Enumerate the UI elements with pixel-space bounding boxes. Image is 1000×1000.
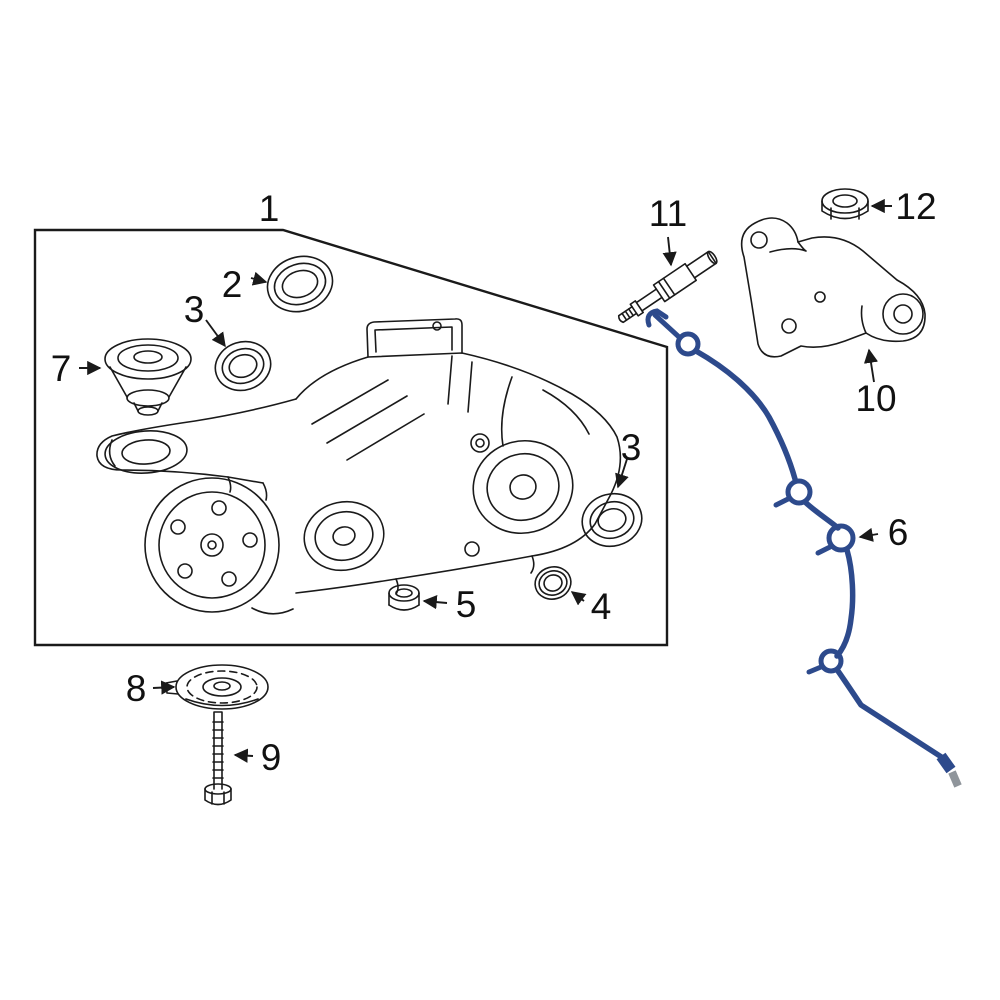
leader-8 [152,680,176,695]
part-differential-assembly [96,318,622,615]
callout-2[interactable]: 2 [222,264,243,305]
leader-6 [858,527,879,542]
callout-10[interactable]: 10 [855,378,896,419]
leader-11 [662,236,677,267]
part-7-mount [104,338,192,416]
harness-connector-tip [948,770,962,788]
part-6-harness[interactable] [645,308,962,788]
callout-8[interactable]: 8 [126,668,147,709]
callout-7[interactable]: 7 [51,348,72,389]
callout-5[interactable]: 5 [456,584,477,625]
line-art [33,188,926,806]
callout-12[interactable]: 12 [895,186,936,227]
callout-6[interactable]: 6 [888,512,909,553]
leader-9 [233,748,254,763]
part-2-seal [266,255,334,313]
leader-2 [250,271,268,286]
part-3-seal-right [581,492,643,548]
leader-4 [570,591,587,606]
part-11-sensor [617,250,718,324]
part-4-bushing [534,566,572,600]
callout-11[interactable]: 11 [649,193,687,234]
leader-lines [79,198,892,763]
leader-5 [422,595,448,610]
callout-1[interactable]: 1 [259,188,280,229]
part-5-spacer [388,584,420,611]
callout-9[interactable]: 9 [261,737,282,778]
callout-3-right[interactable]: 3 [621,427,642,468]
leader-3-right [615,458,629,489]
assembly-frame [33,228,669,647]
callout-4[interactable]: 4 [591,586,612,627]
callouts: 1 2 3 7 3 4 5 8 9 10 11 12 6 [51,186,937,778]
leader-3-left [205,319,226,348]
callout-3-left[interactable]: 3 [184,289,205,330]
part-9-bolt [204,711,232,806]
part-8-mount [165,664,269,710]
part-3-seal-left [214,340,272,392]
part-12-nut [821,188,869,220]
leader-10 [863,348,879,383]
part-10-bracket [740,217,926,358]
